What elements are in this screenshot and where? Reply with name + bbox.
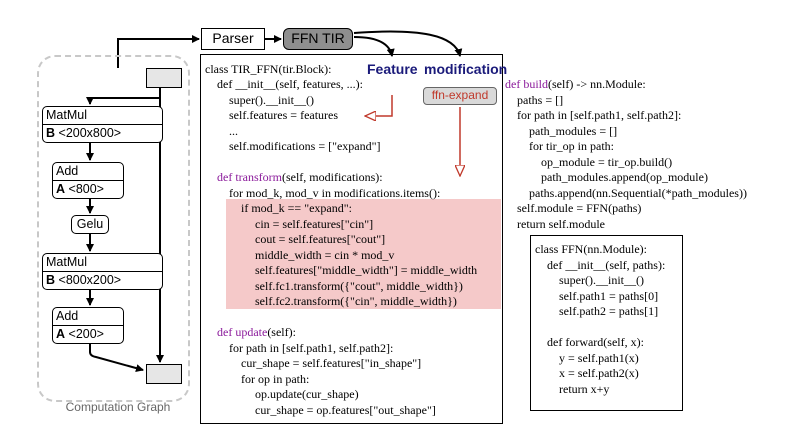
add-node-1-value: <800> (68, 182, 104, 196)
code-line: super().__init__() (559, 273, 644, 287)
ffn-module-frame (530, 235, 683, 411)
computation-graph-frame (37, 55, 190, 402)
code-line: op_module = tir_op.build() (541, 155, 673, 169)
feature-label: Feature (367, 61, 418, 77)
code-line: self.fc1.transform({"cout", middle_width… (255, 279, 463, 293)
code-line: def __init__(self, paths): (547, 258, 666, 272)
code-line: self.module = FFN(paths) (517, 201, 642, 215)
code-line: class TIR_FFN(tir.Block): (205, 62, 332, 76)
code-line: path_modules.append(op_module) (541, 170, 708, 184)
code-line: paths = [] (517, 93, 564, 107)
code-line: paths.append(nn.Sequential(*path_modules… (529, 186, 747, 200)
code-line: op.update(cur_shape) (255, 387, 359, 401)
add-node-2-name: Add (53, 308, 123, 326)
ffn-tir-to-feature-arrow (353, 36, 395, 57)
tir-ffn-code-frame (200, 54, 503, 424)
graph-output-node (146, 364, 182, 384)
code-line: for path in [self.path1, self.path2]: (517, 108, 682, 122)
code-line: middle_width = cin * mod_v (255, 248, 395, 262)
feature-to-code-arrow (365, 95, 393, 116)
matmul-node-1-name: MatMul (43, 107, 162, 125)
add-node-1-name: Add (53, 163, 123, 181)
code-line: ... (229, 124, 238, 138)
add-node-2-letter: A (56, 327, 66, 341)
code-keyword: def build (505, 77, 548, 91)
matmul-node-1-letter: B (46, 126, 56, 140)
add-node-2-value: <200> (68, 327, 104, 341)
code-line: cur_shape = self.features["in_shape"] (241, 356, 422, 370)
code-line: class FFN(nn.Module): (535, 242, 647, 256)
code-line: path_modules = [] (529, 124, 618, 138)
code-line: cur_shape = op.features["out_shape"] (255, 403, 436, 417)
code-line: for path in [self.path1, self.path2]: (229, 341, 394, 355)
code-line: def build(self) -> nn.Module: (505, 77, 646, 93)
code-line: def __init__(self, features, ...): (217, 77, 363, 91)
ffn-tir-to-modification-arrow (353, 30, 463, 57)
add-node-1-letter: A (56, 182, 66, 196)
code-line: def update(self): (217, 325, 296, 341)
code-line: self.modifications = ["expand"] (229, 139, 381, 153)
graph-input-node (146, 68, 182, 88)
code-line: y = self.path1(x) (559, 351, 639, 365)
computation-graph-label: Computation Graph (65, 400, 171, 414)
ffn-tir-box: FFN TIR (283, 28, 353, 50)
add2-to-output-arrow (89, 343, 144, 372)
code-line: def transform(self, modifications): (217, 170, 383, 186)
code-line: self.path1 = paths[0] (559, 289, 659, 303)
code-line: cout = self.features["cout"] (255, 232, 386, 246)
code-line: for mod_k, mod_v in modifications.items(… (229, 186, 441, 200)
input-to-parser-arrow (117, 35, 200, 68)
matmul-node-2-value: <800x200> (58, 273, 122, 287)
code-line: self.features = features (229, 108, 339, 122)
code-line: if mod_k == "expand": (241, 201, 352, 215)
gelu-node-name: Gelu (76, 217, 104, 231)
add-node-2: Add A <200> (52, 307, 124, 344)
gelu-node: Gelu (71, 215, 109, 234)
matmul-node-2-name: MatMul (43, 254, 162, 272)
code-line: for op in path: (241, 372, 310, 386)
code-line: self.path2 = paths[1] (559, 304, 659, 318)
code-text: (self) -> nn.Module: (548, 77, 646, 91)
code-keyword: def transform (217, 170, 282, 184)
parser-box: Parser (201, 28, 265, 50)
matmul-node-2-letter: B (46, 273, 56, 287)
matmul-node-2: MatMul B <800x200> (42, 253, 163, 290)
code-line: return x+y (559, 382, 610, 396)
code-line: for tir_op in path: (529, 139, 614, 153)
code-text: (self, modifications): (281, 170, 383, 184)
expand-highlight-block (226, 199, 501, 309)
matmul-node-1-value: <200x800> (58, 126, 122, 140)
matmul-node-1: MatMul B <200x800> (42, 106, 163, 143)
ffn-expand-badge: ffn-expand (423, 87, 497, 105)
code-line: super().__init__() (229, 93, 314, 107)
code-line: self.features["middle_width"] = middle_w… (255, 263, 478, 277)
modification-label: modification (424, 61, 508, 77)
code-line: self.fc2.transform({"cin", middle_width}… (255, 294, 457, 308)
code-line: return self.module (517, 217, 605, 231)
add-node-1: Add A <800> (52, 162, 124, 199)
code-line: def forward(self, x): (547, 335, 644, 349)
code-text: (self): (267, 325, 296, 339)
code-line: cin = self.features["cin"] (255, 217, 374, 231)
code-line: x = self.path2(x) (559, 366, 639, 380)
code-keyword: def update (217, 325, 268, 339)
